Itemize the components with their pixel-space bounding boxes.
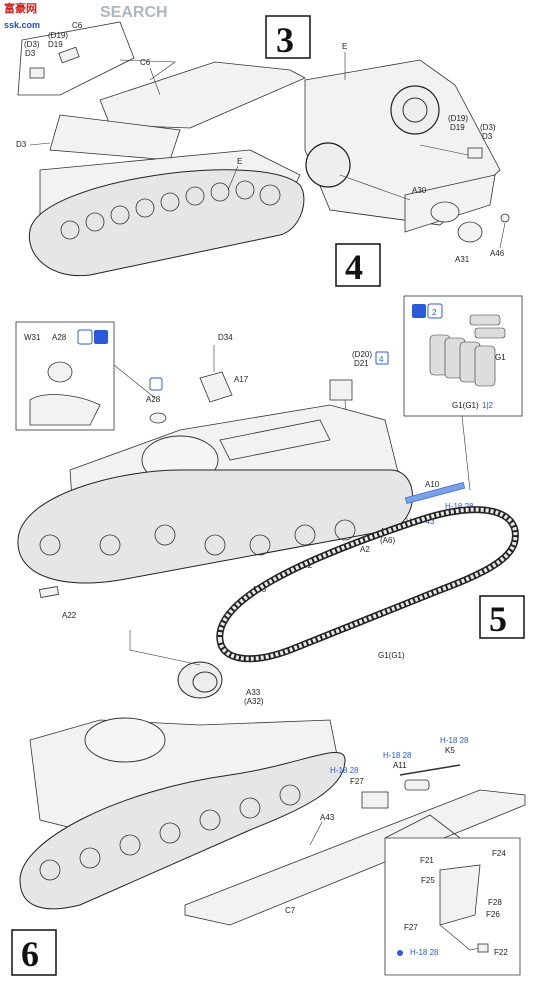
step-6-number: 6 (21, 934, 39, 974)
rear-sprocket (390, 85, 440, 135)
label-n2: 2 (432, 308, 437, 317)
watermark-site: SEARCH (100, 4, 168, 21)
label-d19: D19 (450, 123, 465, 132)
label-d19-top: D19 (48, 40, 63, 49)
label-a10: A10 (425, 480, 440, 489)
road-wheel-a33 (177, 661, 223, 699)
label-f25: F25 (421, 876, 435, 885)
label-k5: K5 (445, 746, 455, 755)
label-c6-mid: C6 (140, 58, 151, 67)
label-g1g1: G1(G1) (452, 401, 479, 410)
label-f26: F26 (486, 910, 500, 919)
label-n4: 4 (379, 355, 384, 364)
label-a31: A31 (455, 255, 470, 264)
label-a17: A17 (234, 375, 249, 384)
step-4-number: 4 (345, 247, 363, 287)
label-d21: D21 (354, 359, 369, 368)
step-6: C7 A43 H-18 28 K5 H-18 28 A11 H-18 28 F2… (11, 717, 526, 976)
label-a28: A28 (52, 333, 67, 342)
label-d3p-top: (D3) (24, 40, 40, 49)
label-a32p: (A32) (244, 697, 264, 706)
label-h18-28b: H-18 28 (440, 736, 469, 745)
label-f21: F21 (420, 856, 434, 865)
watermark: 富豪网 SEARCH ssk.com (4, 1, 168, 30)
mudguard-c7 (184, 789, 526, 926)
label-d20p: (D20) (352, 350, 372, 359)
step-5: W31 A28 A28 D34 A17 (D20) D21 4 2 (15, 295, 525, 706)
label-e-step3: E (237, 157, 242, 166)
label-d19p-top: (D19) (48, 31, 68, 40)
step-5-box (479, 595, 525, 639)
label-f24: F24 (492, 849, 506, 858)
label-a28b: A28 (146, 395, 161, 404)
label-f27b: F27 (404, 923, 418, 932)
label-w31: W31 (24, 333, 41, 342)
label-d3-top: D3 (25, 49, 36, 58)
label-a46: A46 (490, 249, 505, 258)
symbol-glue-icon-2 (149, 377, 163, 391)
step-5-number: 5 (489, 599, 507, 639)
label-g1g1-b: G1(G1) (378, 651, 405, 660)
step-3-box (265, 15, 311, 59)
label-d3: D3 (482, 132, 493, 141)
watermark-small: ssk.com (4, 20, 40, 30)
label-a6p: (A6) (380, 536, 395, 545)
step-4: E (D19) D19 (D3) D3 A30 A31 A46 4 (304, 42, 510, 287)
label-a30: A30 (412, 186, 427, 195)
label-c7: C7 (285, 906, 296, 915)
label-f22: F22 (494, 948, 508, 957)
label-e-step4: E (342, 42, 347, 51)
symbol-glue-icon (77, 329, 93, 345)
label-n12: 1|2 (482, 401, 494, 410)
symbol-paint-icon-2 (412, 304, 426, 318)
label-a11: A11 (393, 761, 407, 770)
label-d3-left: D3 (16, 140, 27, 149)
step-6-box (11, 929, 57, 976)
label-a43: A43 (320, 813, 335, 822)
label-a2: A2 (360, 545, 370, 554)
symbol-paint-icon (94, 330, 108, 344)
track-6 (19, 752, 346, 910)
label-d3p: (D3) (480, 123, 496, 132)
step-4-box (335, 243, 381, 287)
label-g1: G1 (495, 353, 506, 362)
label-a22: A22 (62, 611, 77, 620)
step-3: 3 C6 (D19) D19 (D3) D3 C6 D3 E (16, 15, 311, 277)
track-3 (28, 169, 305, 277)
label-f27: F27 (350, 777, 364, 786)
idler-axle (404, 481, 466, 505)
label-a33: A33 (246, 688, 261, 697)
label-h18-28a: H-18 28 (445, 502, 474, 511)
label-h18-28e: H-18 28 (410, 948, 439, 957)
hull-top-plate (99, 61, 306, 129)
watermark-cn: 富豪网 (4, 1, 37, 15)
label-d34: D34 (218, 333, 233, 342)
label-h18-28c: H-18 28 (383, 751, 412, 760)
step-3-number: 3 (276, 20, 294, 60)
label-c6-top: C6 (72, 21, 83, 30)
step-3-inset (17, 21, 135, 96)
label-h18-28d: H-18 28 (330, 766, 359, 775)
label-f28: F28 (488, 898, 502, 907)
label-d19p: (D19) (448, 114, 468, 123)
track-5-left (17, 469, 413, 584)
